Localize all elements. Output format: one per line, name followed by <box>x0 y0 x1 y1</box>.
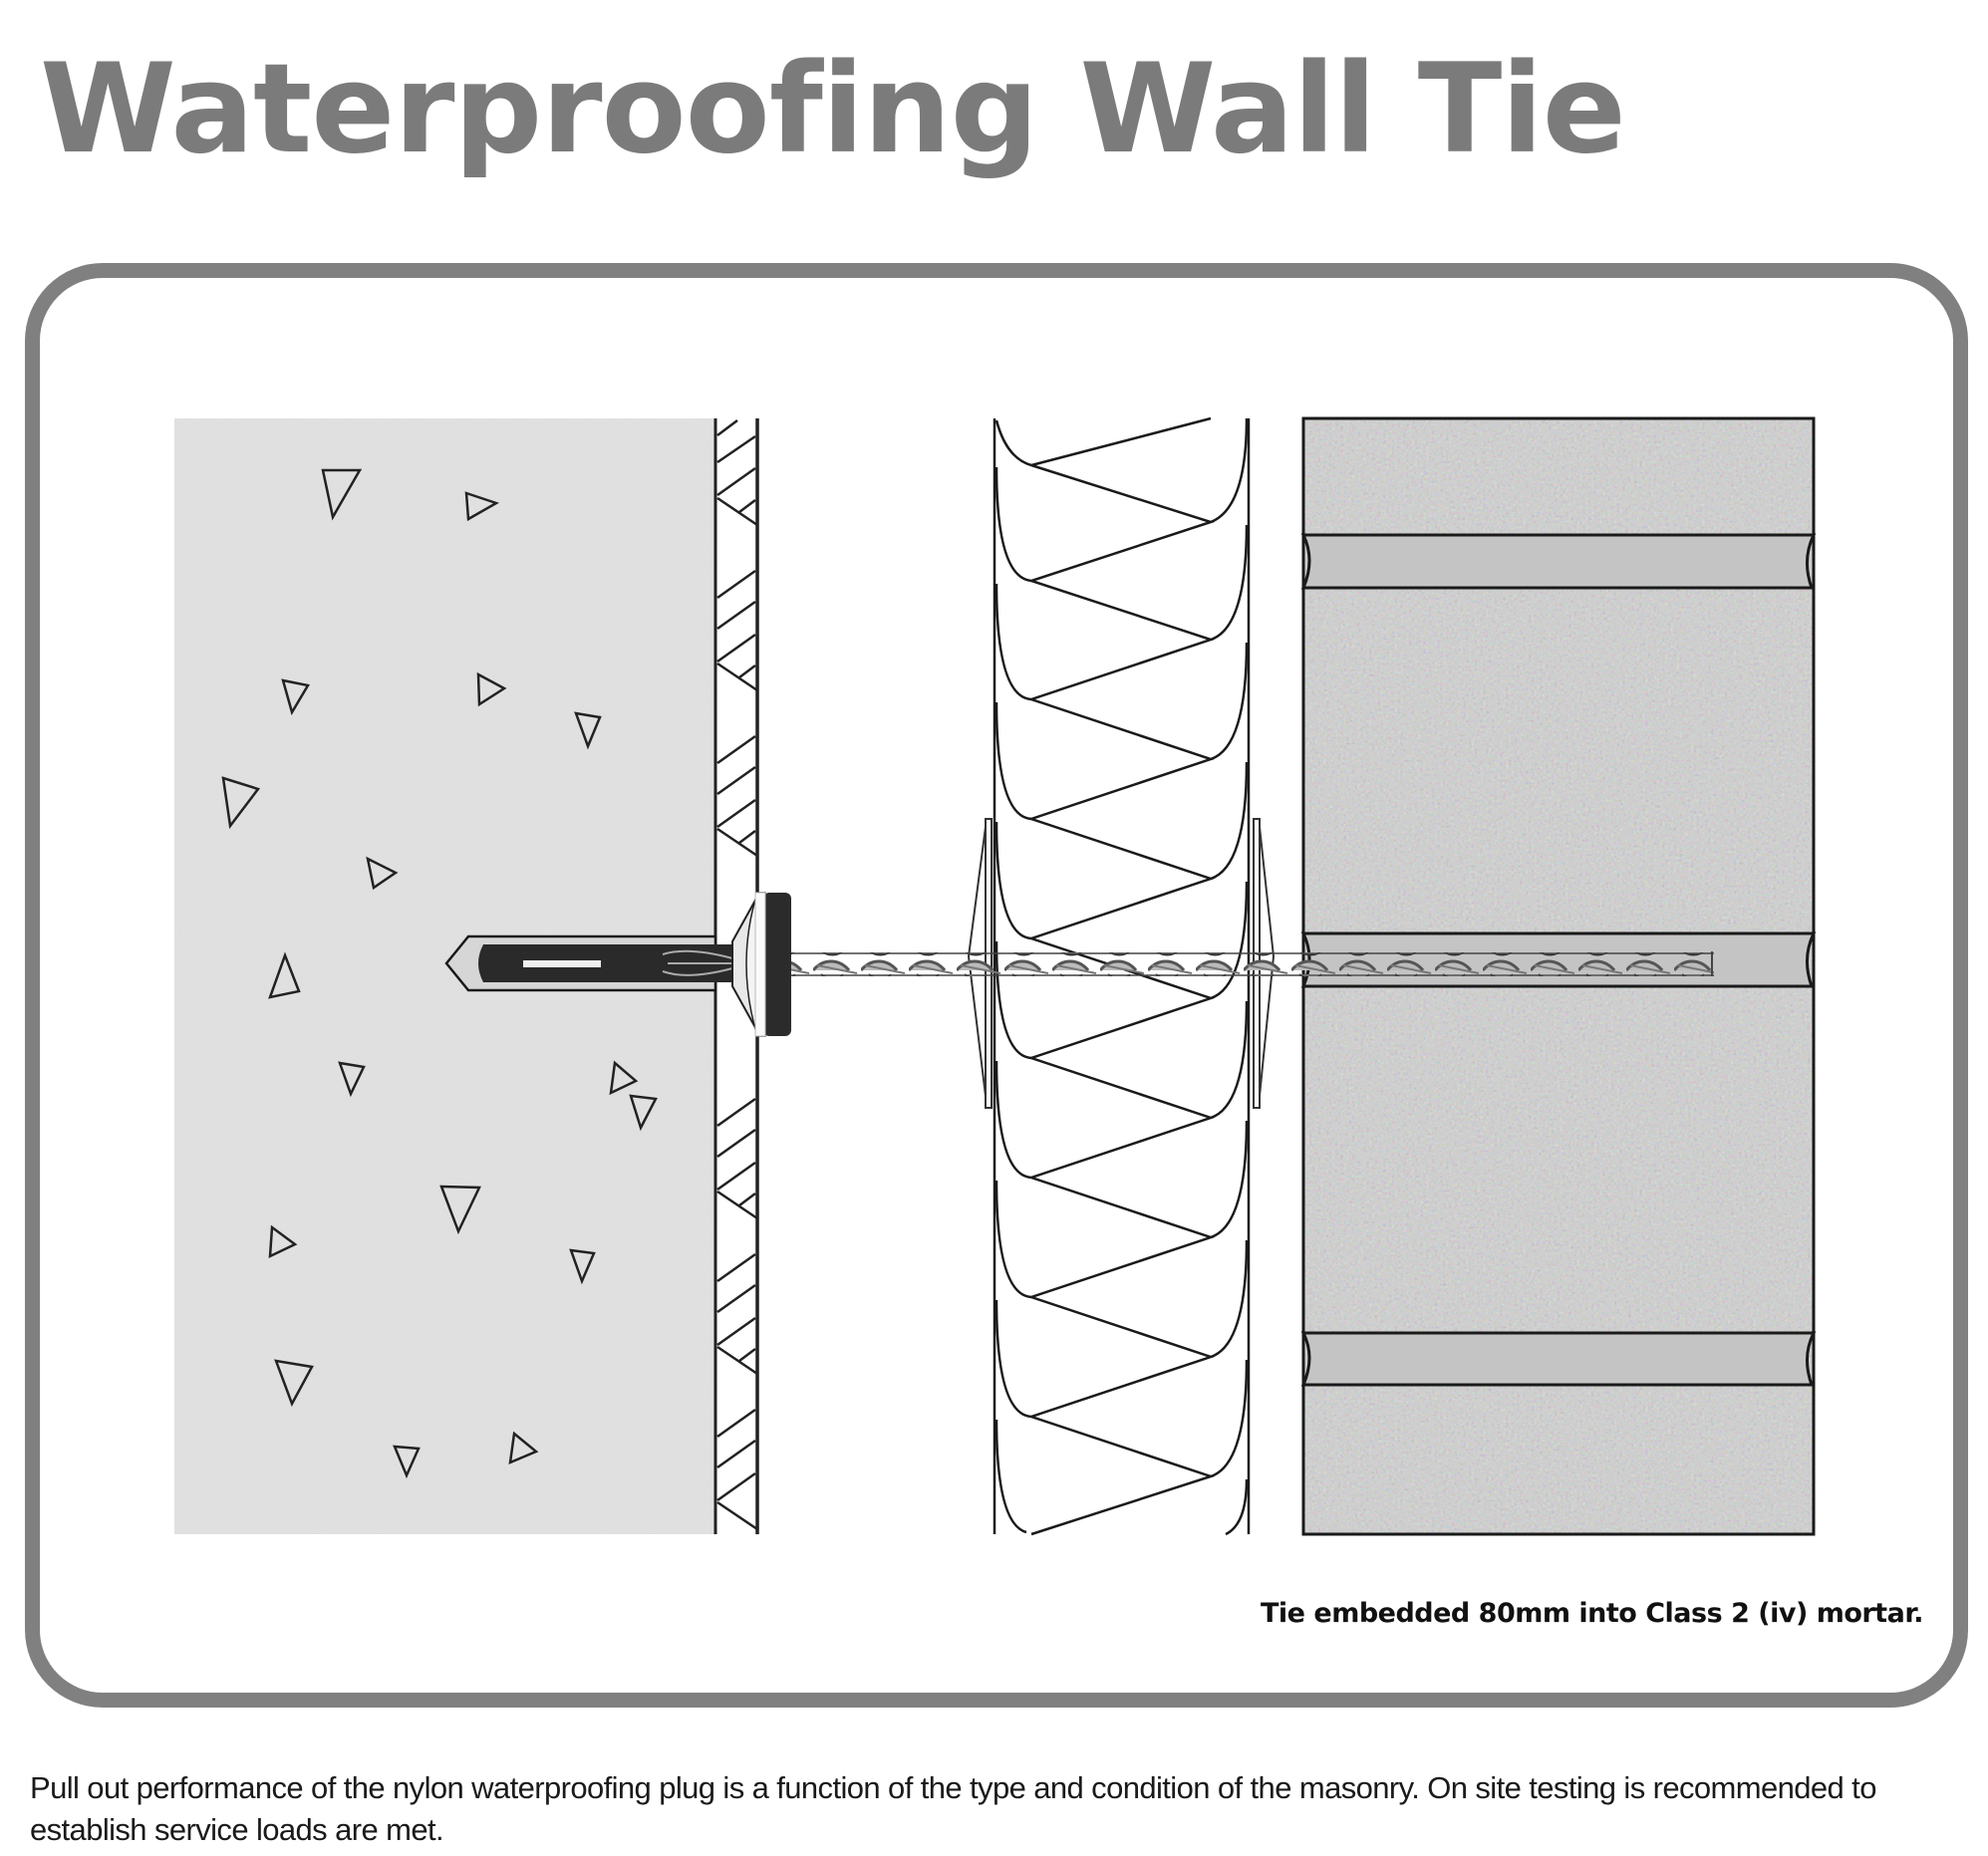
diagram-frame <box>25 263 1968 1708</box>
diagram-caption: Tie embedded 80mm into Class 2 (iv) mort… <box>1261 1598 1924 1629</box>
aggregate-triangles <box>221 468 658 1479</box>
concrete-substrate <box>174 418 715 1534</box>
twisted-wire-tie <box>777 951 1714 976</box>
nylon-waterproofing-plug <box>444 892 791 1037</box>
footer-note: Pull out performance of the nylon waterp… <box>30 1770 1876 1847</box>
page-title: Waterproofing Wall Tie <box>40 38 1626 181</box>
